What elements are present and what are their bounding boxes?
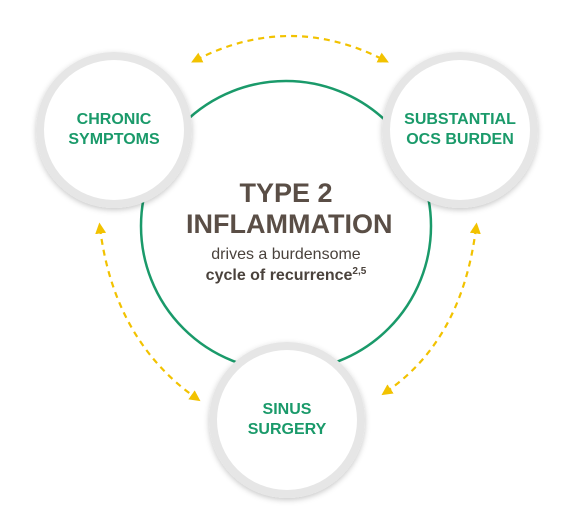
label-chronic-symptoms-line2: SYMPTOMS: [68, 131, 160, 148]
label-sinus-surgery-line2: SURGERY: [247, 421, 327, 438]
label-chronic-symptoms-line1: CHRONIC: [76, 111, 152, 128]
center-subtitle-line2-text: cycle of recurrence: [205, 267, 353, 284]
arrow-symptoms-ocs: [191, 35, 389, 63]
node-ocs-burden: [382, 52, 538, 208]
center-subtitle-citation: 2,5: [352, 266, 367, 277]
label-ocs-burden-line1: SUBSTANTIAL: [404, 111, 516, 128]
center-subtitle-line2: cycle of recurrence2,5: [186, 265, 386, 286]
label-sinus-surgery: SINUS SURGERY: [212, 400, 362, 440]
center-text-block: TYPE 2 INFLAMMATION drives a burdensome …: [186, 178, 393, 286]
center-title-line1: TYPE 2: [239, 178, 333, 208]
node-chronic-symptoms: [36, 52, 192, 208]
label-sinus-surgery-line1: SINUS: [262, 401, 312, 418]
arrow-ocs-surgery: [381, 222, 481, 396]
arrow-symptoms-surgery: [95, 222, 201, 402]
center-title-line2: INFLAMMATION: [186, 209, 393, 239]
label-ocs-burden: SUBSTANTIAL OCS BURDEN: [385, 110, 535, 150]
center-subtitle-line1: drives a burdensome: [211, 246, 361, 263]
node-sinus-surgery: [209, 342, 365, 498]
label-ocs-burden-line2: OCS BURDEN: [406, 131, 514, 148]
label-chronic-symptoms: CHRONIC SYMPTOMS: [39, 110, 189, 150]
